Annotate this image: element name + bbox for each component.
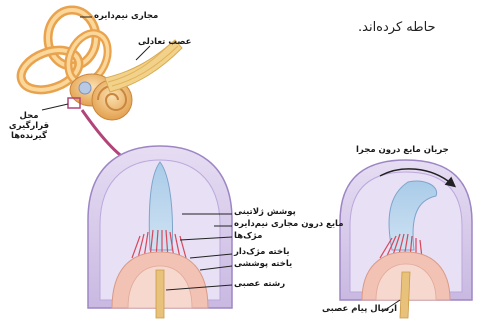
crista-resting [88,146,232,318]
label-nerve-signal: ارسال پیام عصبی [322,305,397,315]
label-vestibular-nerve: عصب تعادلی [138,38,191,48]
inner-ear-illustration [16,10,182,120]
label-supporting-cell: یاخته پوششی [234,260,292,270]
label-canal-fluid: مایع درون مجاری نیم‌دایره [234,220,344,230]
label-gelatinous-cover: پوشش ژلاتینی [234,208,296,218]
cropped-paragraph-text: حاطه کرده‌اند. [358,20,436,35]
label-nerve-fiber: رشته عصبی [234,280,285,290]
label-hair-cell: یاخته مژک‌دار [234,248,290,258]
label-cilia: مژک‌ها [234,232,262,242]
label-receptor-location-line3: گیرنده‌ها [4,132,54,142]
leader-line [42,104,68,110]
label-fluid-flow: جریان مایع درون مجرا [356,146,449,156]
leader-line [136,46,150,60]
label-semicircular-canals: مجاری نیم‌دایره [94,12,158,22]
label-receptor-location: محل قرارگیری گیرنده‌ها [4,112,54,141]
